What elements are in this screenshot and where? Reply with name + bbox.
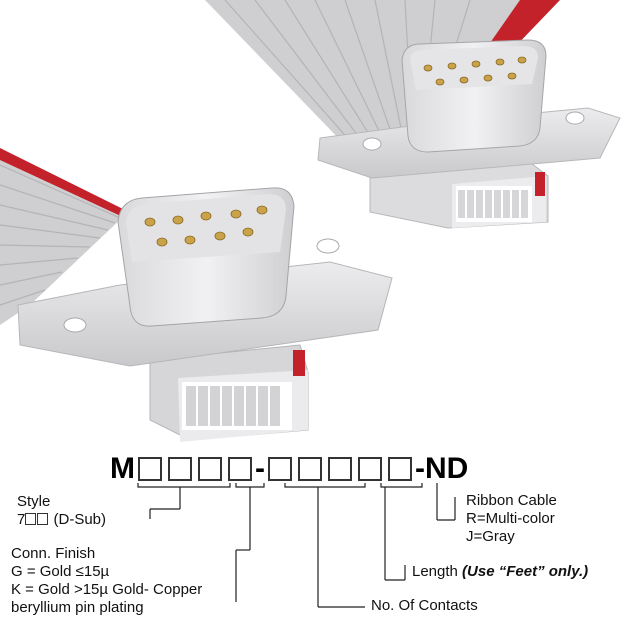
contacts-box-2 bbox=[298, 457, 322, 481]
style-code-box-1 bbox=[25, 513, 37, 525]
style-label-code: 7 (D-Sub) bbox=[17, 511, 107, 528]
contacts-label: No. Of Contacts bbox=[371, 597, 478, 614]
conn-finish-label: Conn. Finish G = Gold ≤15µ K = Gold >15µ… bbox=[11, 545, 203, 616]
lower-dsub-connector bbox=[17, 187, 393, 442]
length-bracket bbox=[380, 483, 423, 488]
contacts-box-1 bbox=[268, 457, 292, 481]
ribbon-box bbox=[388, 457, 412, 481]
finish-box bbox=[228, 457, 252, 481]
style-label: Style 7 (D-Sub) bbox=[17, 493, 106, 529]
style-bracket bbox=[137, 483, 231, 488]
length-box-2 bbox=[358, 457, 382, 481]
style-code-box-2 bbox=[37, 513, 49, 525]
style-digit-box-3 bbox=[198, 457, 222, 481]
callout-lines bbox=[137, 483, 456, 608]
upper-dsub-connector bbox=[317, 39, 621, 229]
lower-ribbon-cable bbox=[0, 148, 125, 325]
contacts-bracket bbox=[284, 483, 366, 488]
length-label: Length (Use “Feet” only.) bbox=[412, 563, 589, 580]
style-label-title: Style bbox=[17, 493, 51, 510]
style-digit-box-1 bbox=[138, 457, 162, 481]
part-number-prefix: M bbox=[110, 452, 135, 485]
part-number-suffix: -ND bbox=[415, 452, 469, 485]
part-number: M - -ND bbox=[110, 452, 468, 486]
length-note: (Use “Feet” only.) bbox=[462, 563, 589, 580]
length-box-1 bbox=[328, 457, 352, 481]
style-digit-box-2 bbox=[168, 457, 192, 481]
ribbon-cable-label: Ribbon Cable R=Multi-color J=Gray bbox=[466, 492, 557, 545]
part-number-dash: - bbox=[255, 452, 265, 485]
